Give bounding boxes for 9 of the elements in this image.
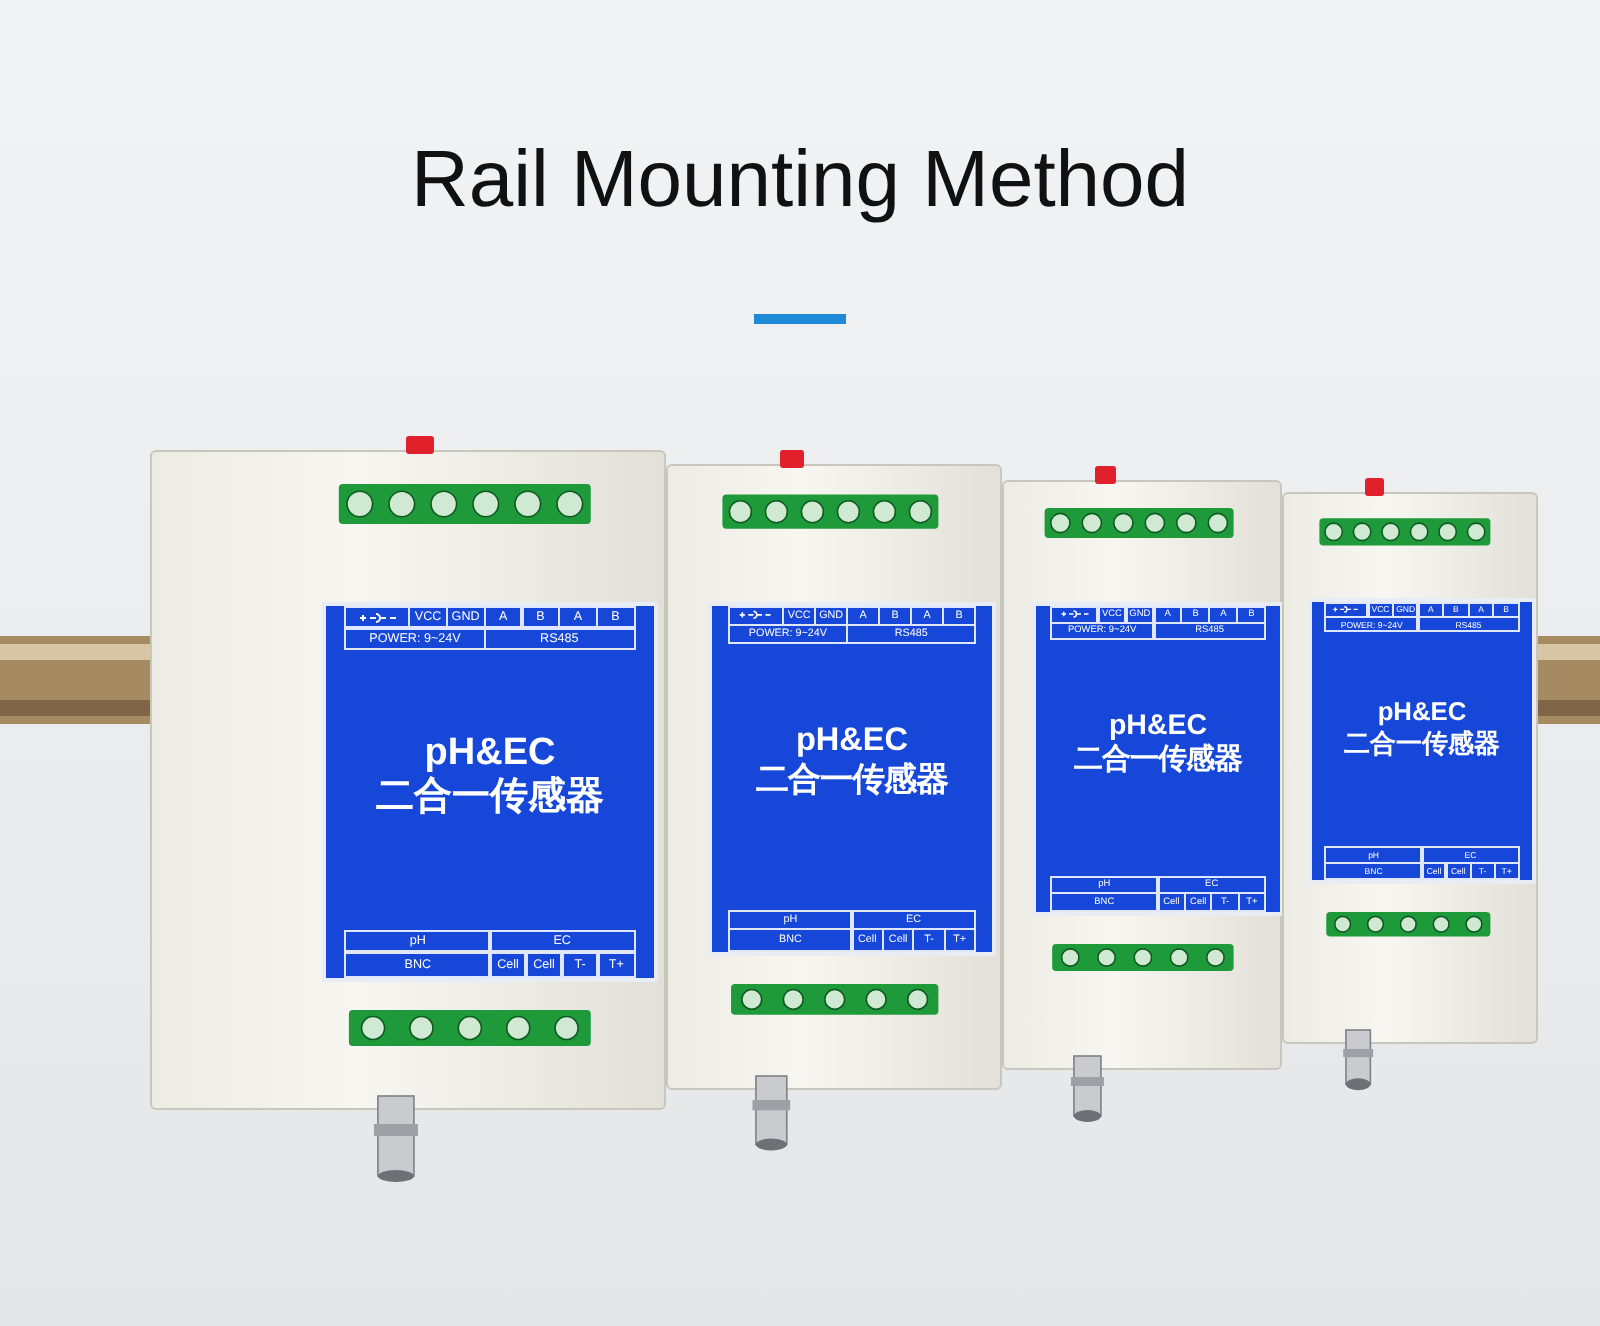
title: Rail Mounting Method: [408, 136, 1192, 226]
product-name: pH&EC: [795, 722, 909, 762]
product-subtitle: 二合一传感器: [1074, 743, 1242, 778]
product-name: pH&EC: [1377, 696, 1467, 728]
product-subtitle: 二合一传感器: [756, 761, 948, 801]
product-name: pH&EC: [1108, 709, 1208, 743]
product-subtitle: 二合一传感器: [1344, 727, 1500, 759]
product-subtitle: 二合一传感器: [376, 776, 604, 823]
product-name: pH&EC: [424, 731, 556, 776]
